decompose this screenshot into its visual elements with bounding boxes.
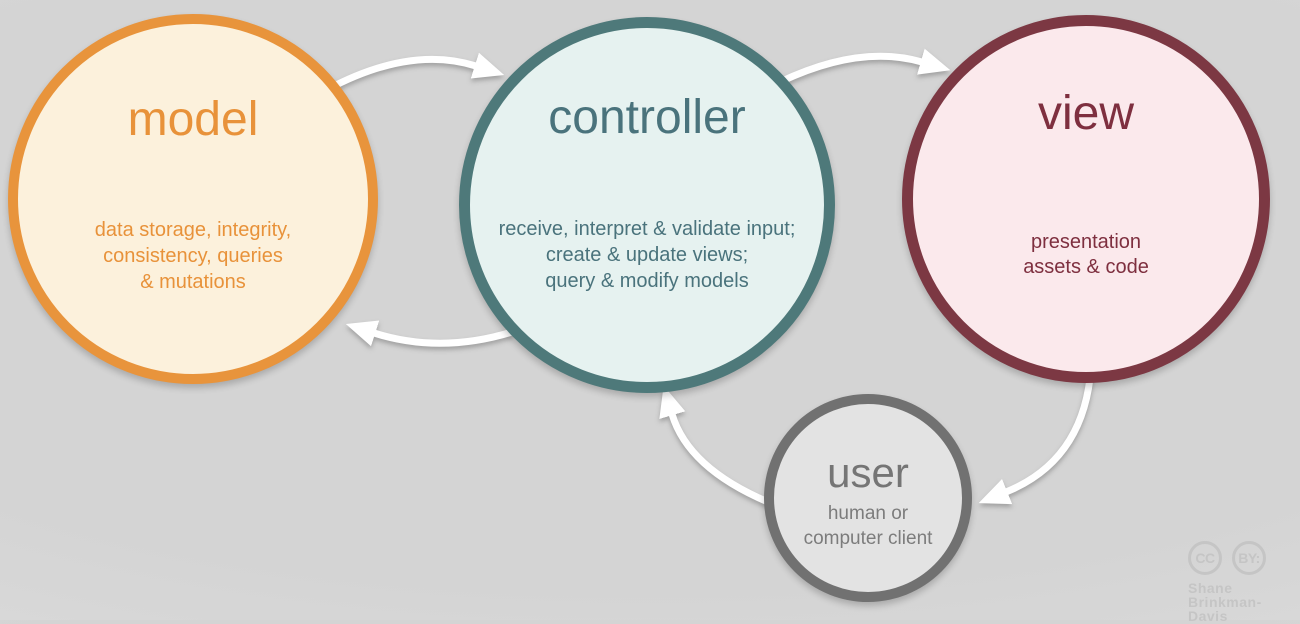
node-controller-description: receive, interpret & validate input; cre… bbox=[470, 216, 824, 294]
node-controller-line: receive, interpret & validate input; bbox=[498, 218, 796, 240]
arrow-controller-to-model bbox=[345, 320, 514, 347]
author-name-line: Brinkman-Davis bbox=[1188, 594, 1262, 624]
node-view-line: assets & code bbox=[1023, 256, 1149, 278]
arrow-view-to-user bbox=[978, 377, 1094, 505]
node-controller-line: create & update views; bbox=[545, 244, 749, 266]
cc-license-icon: CC bbox=[1188, 541, 1222, 575]
node-model-line: consistency, queries bbox=[103, 245, 283, 267]
node-model-line: & mutations bbox=[140, 271, 246, 293]
node-model-line: data storage, integrity, bbox=[94, 219, 292, 241]
by-license-icon: BY: bbox=[1232, 541, 1266, 575]
node-user-line: human or bbox=[827, 503, 909, 524]
license-badges: CC BY: bbox=[1188, 541, 1300, 575]
node-user: user human or computer client bbox=[764, 394, 972, 602]
author-name: Shane Brinkman-Davis bbox=[1188, 581, 1300, 623]
node-view-description: presentation assets & code bbox=[913, 230, 1259, 280]
node-model: model data storage, integrity, consisten… bbox=[8, 14, 378, 384]
node-model-description: data storage, integrity, consistency, qu… bbox=[18, 217, 368, 295]
author-name-line: Shane bbox=[1188, 580, 1233, 596]
node-user-line: computer client bbox=[803, 528, 933, 549]
node-view-line: presentation bbox=[1030, 231, 1142, 253]
node-controller-title: controller bbox=[548, 91, 746, 144]
node-controller: controller receive, interpret & validate… bbox=[459, 17, 835, 393]
node-model-title: model bbox=[127, 93, 259, 146]
node-view-title: view bbox=[1037, 87, 1135, 140]
license-attribution: CC BY: Shane Brinkman-Davis bbox=[1188, 541, 1300, 623]
node-user-description: human or computer client bbox=[774, 501, 962, 551]
arrow-controller-to-view bbox=[778, 48, 951, 86]
node-user-title: user bbox=[827, 449, 909, 496]
node-controller-line: query & modify models bbox=[545, 270, 749, 292]
arrow-user-to-controller bbox=[659, 385, 770, 506]
arrow-model-to-controller bbox=[332, 52, 505, 90]
node-view: view presentation assets & code bbox=[902, 15, 1270, 383]
